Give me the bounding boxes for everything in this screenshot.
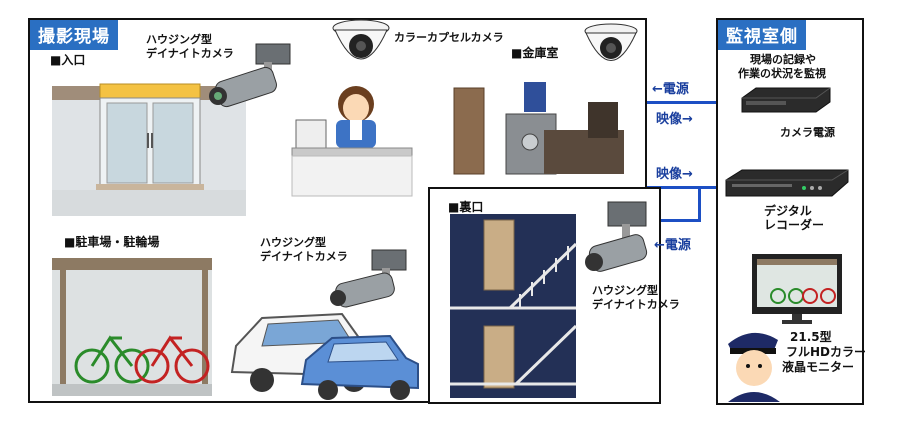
backdoor-location-label: ■裏口 <box>448 200 484 214</box>
digital-recorder-label: デジタル レコーダー <box>764 204 825 232</box>
camera-power-unit-icon <box>741 87 831 113</box>
vault-location-label: ■金庫室 <box>511 46 559 60</box>
dome-camera-label: カラーカプセルカメラ <box>394 31 504 44</box>
parking-cars-illustration <box>230 312 419 400</box>
signal-power-back: ←電源 <box>654 238 691 253</box>
entrance-camera-label: ハウジング型 デイナイトカメラ <box>146 33 234 60</box>
vault-room-illustration <box>453 82 624 175</box>
dome-camera-icon <box>332 19 390 60</box>
vault-dome-camera-icon <box>584 23 638 61</box>
entrance-location-label: ■入口 <box>50 53 86 67</box>
backdoor-camera-label: ハウジング型 デイナイトカメラ <box>592 284 680 311</box>
lcd-monitor-label: 21.5型 フルHDカラー 液晶モニター <box>782 330 867 374</box>
signal-video-top: 映像→ <box>656 112 693 127</box>
parking-location-label: ■駐車場・駐輪場 <box>64 235 160 249</box>
monitor-section-title: 監視室側 <box>718 20 806 50</box>
digital-recorder-icon <box>725 169 849 197</box>
receptionist-illustration <box>291 86 413 197</box>
signal-video-mid: 映像→ <box>656 167 693 182</box>
signal-power-top: ←電源 <box>652 82 689 97</box>
security-guard-illustration <box>728 332 780 402</box>
monitor-description: 現場の記録や 作業の状況を監視 <box>738 53 826 80</box>
parking-camera-icon <box>330 249 407 308</box>
wire-back-horizontal <box>652 219 700 222</box>
wire-back-vertical <box>698 186 701 222</box>
lcd-monitor-icon <box>752 254 842 324</box>
wire-mid-horizontal <box>647 186 731 189</box>
site-section-title: 撮影現場 <box>30 20 118 50</box>
parking-bicycles-illustration <box>52 258 212 396</box>
parking-camera-label: ハウジング型 デイナイトカメラ <box>260 236 348 263</box>
backdoor-building-illustration <box>450 214 578 398</box>
backdoor-camera-icon <box>585 201 648 272</box>
entrance-camera-icon <box>209 43 291 108</box>
wire-top-horizontal <box>647 101 747 104</box>
camera-power-label: カメラ電源 <box>780 126 835 139</box>
entrance-door-illustration <box>52 83 246 216</box>
